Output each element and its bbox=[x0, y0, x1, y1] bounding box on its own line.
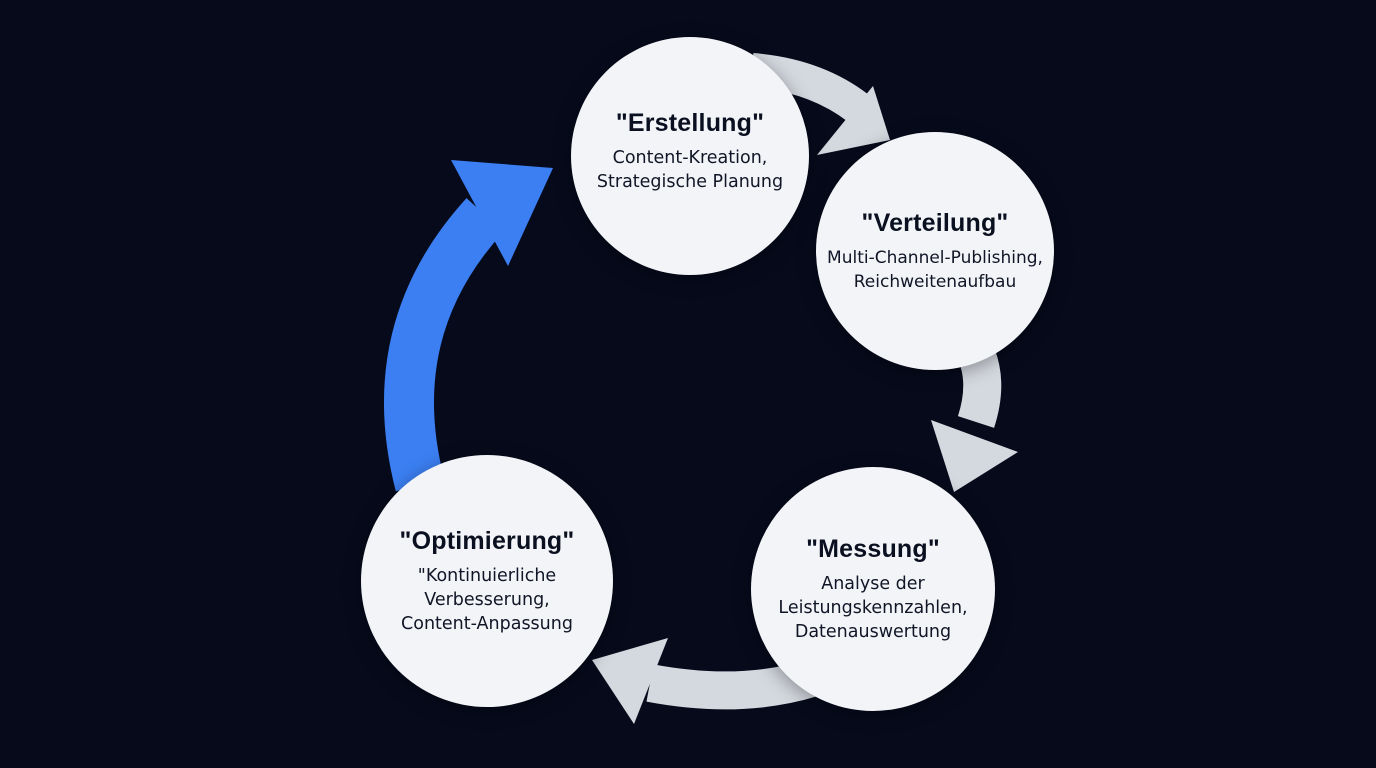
node-verteilung: "Verteilung" Multi-Channel-Publishing, R… bbox=[816, 132, 1054, 370]
node-title: "Optimierung" bbox=[399, 527, 575, 555]
node-erstellung: "Erstellung" Content-Kreation, Strategis… bbox=[571, 37, 809, 275]
arrow-verteilung-to-messung bbox=[931, 349, 1018, 492]
node-optimierung: "Optimierung" "Kontinuierliche Verbesser… bbox=[361, 455, 613, 707]
node-messung: "Messung" Analyse der Leistungskennzahle… bbox=[751, 467, 995, 711]
node-title: "Messung" bbox=[806, 535, 940, 563]
node-title: "Erstellung" bbox=[615, 109, 765, 137]
arrow-optimierung-to-erstellung bbox=[383, 160, 553, 492]
node-description: Analyse der Leistungskennzahlen, Datenau… bbox=[778, 574, 968, 642]
node-description: Multi-Channel-Publishing, Reichweitenauf… bbox=[827, 248, 1043, 292]
node-title: "Verteilung" bbox=[861, 209, 1009, 237]
node-description: "Kontinuierliche Verbesserung, Content-A… bbox=[401, 566, 573, 634]
node-description: Content-Kreation, Strategische Planung bbox=[596, 148, 784, 192]
